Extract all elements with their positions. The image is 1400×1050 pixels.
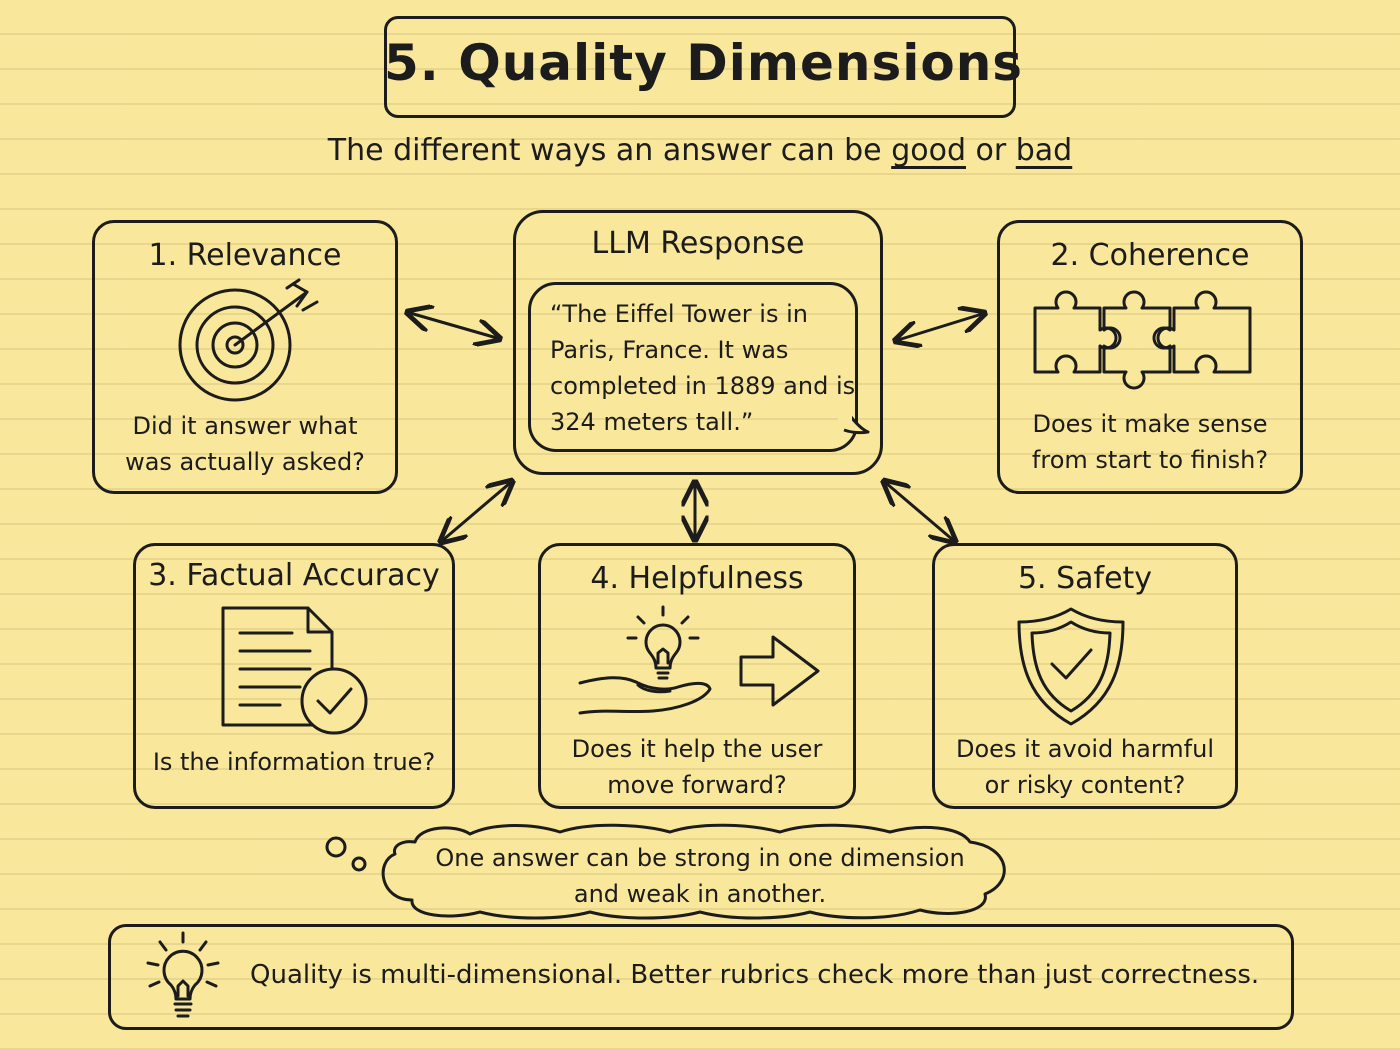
factual-accuracy-card: [133, 543, 455, 809]
relevance-title: 1. Relevance: [148, 238, 342, 273]
helpfulness-title: 4. Helpfulness: [590, 561, 804, 596]
subtitle-prefix: The different ways an answer can be: [327, 133, 892, 168]
coherence-question: Does it make sense from start to finish?: [997, 406, 1303, 478]
lightbulb-icon: [138, 930, 228, 1025]
document-check-icon: [220, 605, 375, 735]
arrow-coherence: [898, 314, 982, 340]
quote-line: Paris, France. It was: [550, 336, 789, 364]
subtitle-bad: bad: [1015, 133, 1073, 168]
helpfulness-card: [538, 543, 856, 809]
subtitle-good: good: [891, 133, 966, 168]
safety-card: [932, 543, 1238, 809]
subtitle: The different ways an answer can be good…: [300, 133, 1100, 168]
shield-check-icon: [1016, 606, 1126, 728]
arrow-safety: [886, 483, 953, 540]
coherence-question-line: from start to finish?: [1031, 446, 1269, 474]
coherence-question-line: Does it make sense: [1032, 410, 1268, 438]
helpfulness-question-line: move forward?: [607, 771, 787, 799]
quote-line: “The Eiffel Tower is in: [550, 300, 808, 328]
takeaway-box: [108, 924, 1294, 1030]
puzzle-icon: [1030, 290, 1258, 385]
llm-response-card: [513, 210, 883, 475]
coherence-title: 2. Coherence: [1050, 238, 1250, 273]
takeaway-text: Quality is multi-dimensional. Better rub…: [250, 960, 1260, 990]
arrow-factual: [443, 483, 510, 540]
llm-response-quote: “The Eiffel Tower is in Paris, France. I…: [550, 296, 856, 440]
page-title: 5. Quality Dimensions: [384, 34, 1024, 92]
speech-bubble: [528, 282, 858, 452]
helpfulness-question: Does it help the user move forward?: [538, 731, 856, 803]
thought-cloud: [320, 822, 1020, 922]
quote-line: 324 meters tall.”: [550, 408, 754, 436]
thought-line: and weak in another.: [573, 880, 827, 908]
helpfulness-question-line: Does it help the user: [571, 735, 823, 763]
thought-text: One answer can be strong in one dimensio…: [400, 840, 1000, 912]
safety-title: 5. Safety: [1017, 561, 1153, 596]
factual-accuracy-title: 3. Factual Accuracy: [148, 558, 440, 593]
speech-bubble-tail: [838, 398, 874, 438]
relevance-card: [92, 220, 398, 494]
arrow-relevance: [410, 313, 497, 338]
quote-line: completed in 1889 and is: [550, 372, 856, 400]
safety-question-line: Does it avoid harmful: [956, 735, 1214, 763]
safety-question: Does it avoid harmful or risky content?: [932, 731, 1238, 803]
safety-question-line: or risky content?: [984, 771, 1186, 799]
factual-accuracy-question: Is the information true?: [152, 748, 436, 776]
llm-response-title: LLM Response: [591, 226, 805, 261]
relevance-question-line: was actually asked?: [125, 448, 365, 476]
coherence-card: [997, 220, 1303, 494]
target-icon: [175, 280, 325, 400]
subtitle-or: or: [965, 133, 1016, 168]
relevance-question-line: Did it answer what: [132, 412, 358, 440]
lightbulb-hand-icon: [578, 605, 828, 720]
title-box: [384, 16, 1016, 118]
relevance-question: Did it answer what was actually asked?: [92, 408, 398, 480]
thought-line: One answer can be strong in one dimensio…: [435, 844, 965, 872]
